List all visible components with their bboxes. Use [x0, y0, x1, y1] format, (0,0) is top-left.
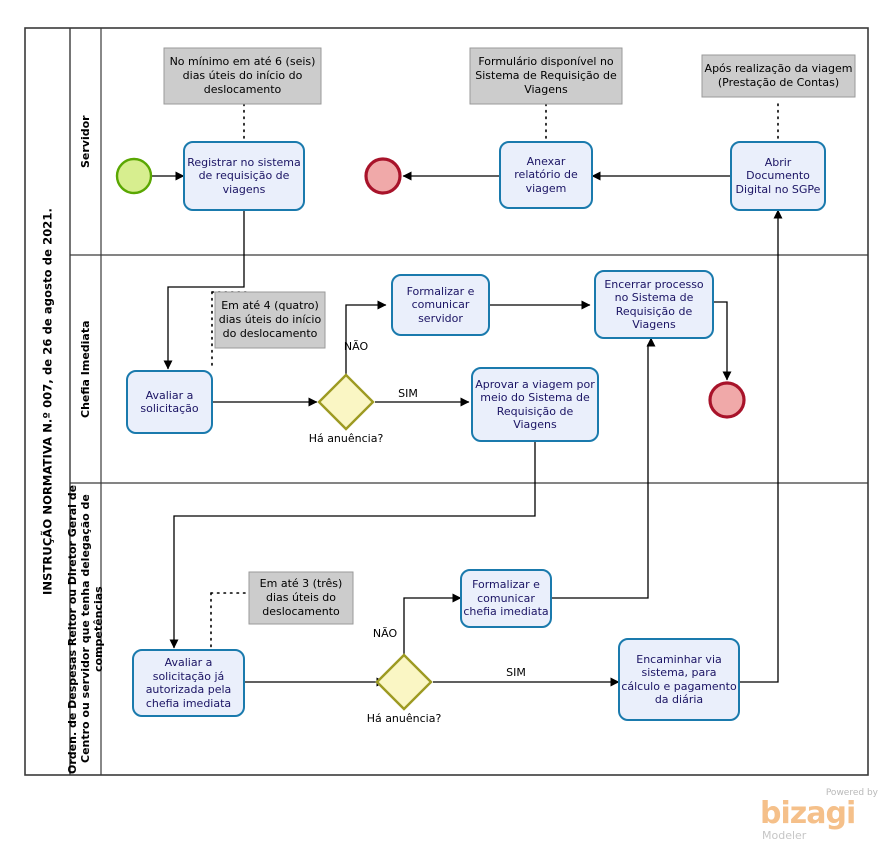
end-event-chefia-circle	[708, 381, 746, 419]
flow-t9-to-t6	[551, 337, 656, 599]
annotation-association-elbows	[210, 291, 250, 594]
task-shapes	[126, 141, 826, 721]
bizagi-wordmark: bizagi	[760, 796, 856, 831]
event-shapes	[115, 157, 746, 419]
start-event-circle	[115, 157, 153, 195]
lane-label-servidor: Servidor	[79, 115, 92, 168]
annotation-associations	[210, 103, 779, 651]
flow-t1-to-t4	[163, 209, 245, 370]
pool-title: INSTRUÇÃO NORMATIVA N.º 007, de 26 de ag…	[40, 208, 55, 595]
sequence-flows	[152, 171, 783, 687]
flow-g1-nao-to-t5	[345, 300, 387, 375]
flow-t7-to-t8	[169, 442, 536, 649]
lane-label-chefia-imediata: Chefia Imediata	[79, 320, 92, 418]
flow-t6-to-end-chefia	[713, 301, 732, 381]
end-event-servidor-circle	[364, 157, 402, 195]
flow-t10-to-t3	[739, 209, 783, 683]
gateway-shapes	[317, 373, 433, 711]
annotation-shapes	[163, 47, 856, 625]
powered-by-label: Powered by	[825, 788, 878, 798]
lane-label-ordenador-despesas: Orden. de Despesas Reitor ou Diretor Ger…	[66, 484, 105, 774]
bizagi-branding: Powered by bizagi Modeler	[758, 788, 880, 844]
flow-g2-nao-to-t9	[403, 593, 462, 655]
bizagi-product-label: Modeler	[762, 829, 807, 842]
